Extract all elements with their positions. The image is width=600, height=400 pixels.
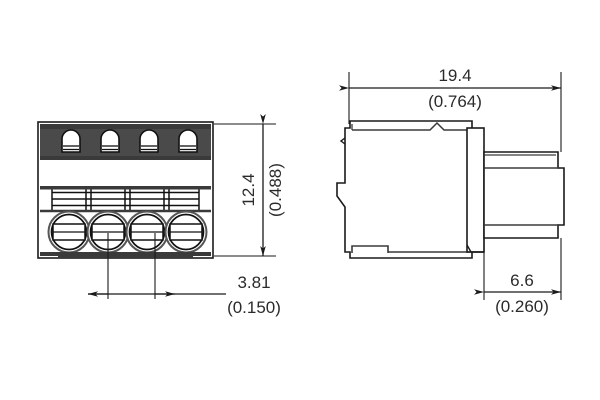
terminal-opening bbox=[164, 210, 208, 254]
terminal-opening bbox=[86, 210, 130, 254]
side-view-plug-protrusion bbox=[483, 151, 565, 239]
dimension-plug-depth-metric: 6.6 bbox=[510, 271, 534, 290]
arch-feature bbox=[100, 129, 120, 153]
side-view bbox=[336, 120, 565, 259]
front-view-mid-panel bbox=[40, 160, 211, 186]
dimension-height-imperial: (0.488) bbox=[266, 163, 285, 217]
front-view-terminal-group bbox=[47, 210, 208, 254]
side-view-flange-plate bbox=[466, 127, 485, 253]
front-view-header-separator bbox=[40, 156, 211, 160]
terminal-opening bbox=[47, 210, 91, 254]
arch-feature bbox=[61, 129, 81, 153]
front-view bbox=[37, 121, 214, 259]
terminal-opening bbox=[125, 210, 169, 254]
front-view-top-rail bbox=[40, 124, 211, 129]
arch-feature bbox=[178, 129, 198, 153]
dimension-plug-depth-imperial: (0.260) bbox=[495, 297, 549, 316]
dimension-length-metric: 19.4 bbox=[438, 66, 471, 85]
side-view-latch-notch bbox=[339, 137, 346, 145]
front-view-bottom-rail bbox=[40, 252, 211, 256]
arch-feature bbox=[139, 129, 159, 153]
dimension-plug-depth: 6.6 (0.260) bbox=[474, 238, 562, 316]
side-view-flange-chamfer bbox=[466, 244, 484, 253]
dimension-overall-length: 19.4 (0.764) bbox=[339, 66, 562, 152]
side-view-top-edge-detail bbox=[352, 121, 470, 131]
dimension-length-imperial: (0.764) bbox=[428, 92, 482, 111]
side-view-bottom-foot bbox=[351, 245, 389, 253]
dimension-contact-pitch: 3.81 (0.150) bbox=[88, 233, 281, 317]
dimension-pitch-imperial: (0.150) bbox=[227, 298, 281, 317]
front-view-arch-group bbox=[61, 129, 198, 153]
front-view-clamp-band bbox=[40, 186, 211, 213]
dimension-pitch-metric: 3.81 bbox=[237, 273, 270, 292]
side-view-body-outline bbox=[336, 120, 473, 259]
dimension-height-metric: 12.4 bbox=[239, 173, 258, 206]
dimension-overall-height: 12.4 (0.488) bbox=[214, 114, 285, 257]
clamp-band-top-rail bbox=[40, 186, 211, 190]
